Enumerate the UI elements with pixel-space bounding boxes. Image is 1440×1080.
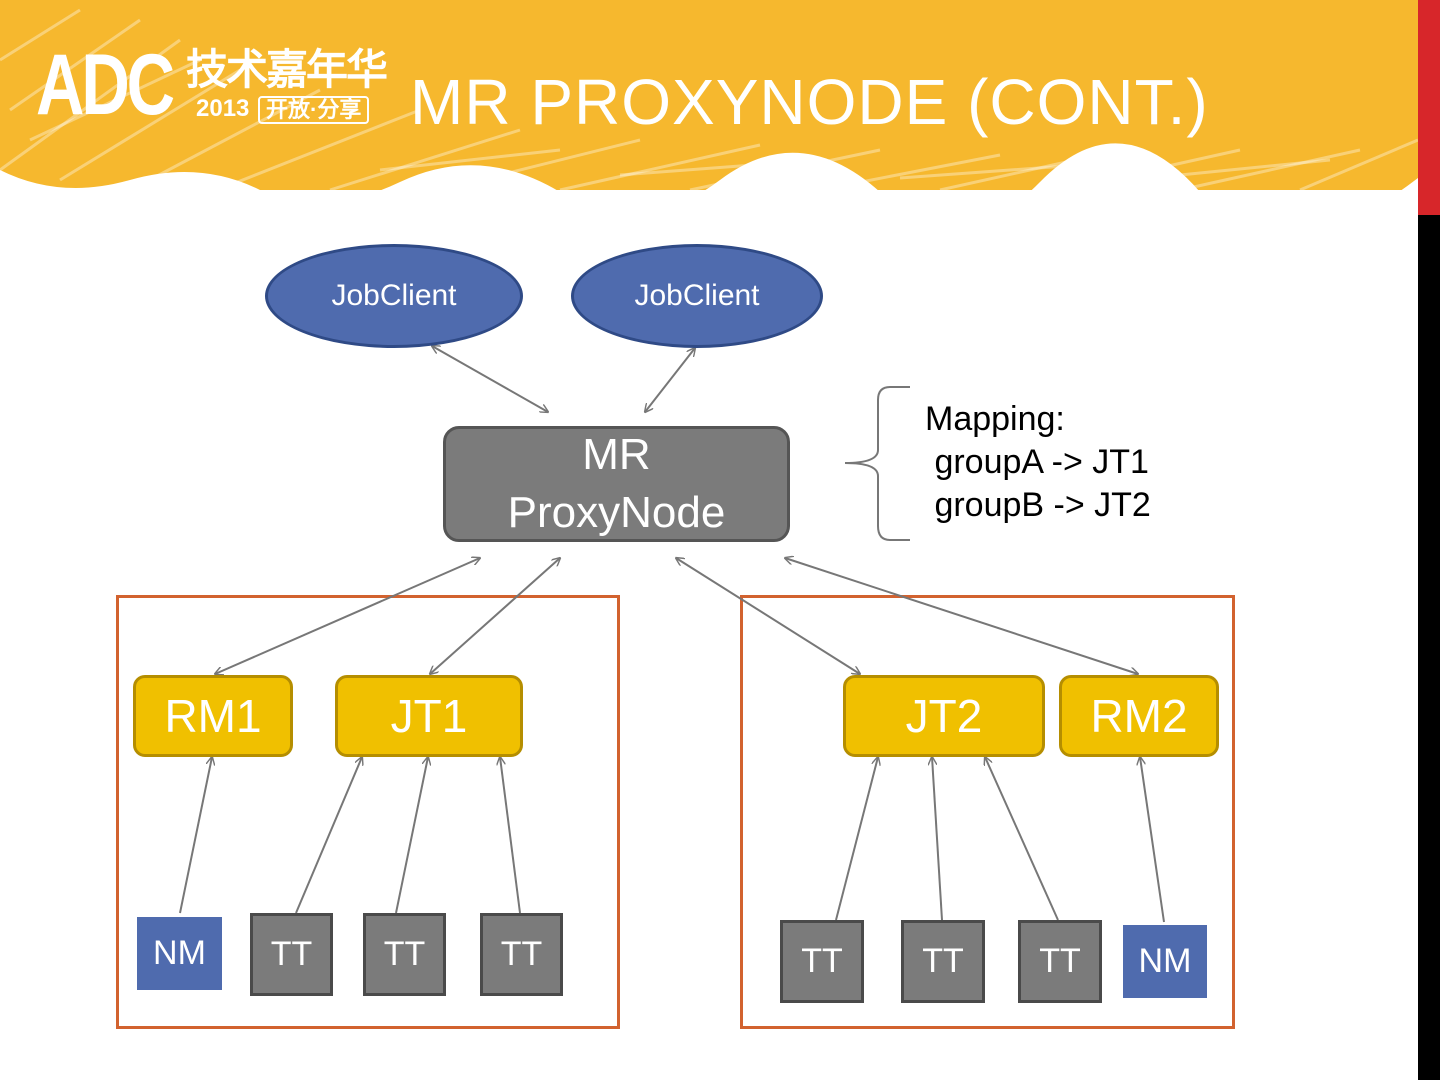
nm-a-label: NM xyxy=(153,934,206,972)
rm1-label: RM1 xyxy=(164,690,262,742)
arrow-proxy-jt2 xyxy=(676,558,860,674)
slide-title: MR PROXYNODE (CONT.) xyxy=(410,66,1209,138)
logo-cn-text: 技术嘉年华 xyxy=(186,46,388,93)
tt-node-b1[interactable]: TT xyxy=(780,920,864,1003)
jt1-node[interactable]: JT1 xyxy=(335,675,523,757)
mapping-entry-b: groupB -> JT2 xyxy=(925,486,1151,524)
arrow-proxy-rm1 xyxy=(215,558,480,674)
nm-node-b[interactable]: NM xyxy=(1123,925,1207,998)
jt1-label: JT1 xyxy=(390,690,468,742)
arrow-tt6-jt2 xyxy=(985,757,1059,921)
nm-node-a[interactable]: NM xyxy=(137,917,222,990)
logo-slogan-text: 开放·分享 xyxy=(258,96,370,124)
jt2-label: JT2 xyxy=(905,690,983,742)
tt-a3-label: TT xyxy=(500,935,543,973)
arrow-proxy-rm2 xyxy=(785,558,1138,674)
accent-bar-red xyxy=(1418,0,1440,215)
arrow-nm-rm1 xyxy=(179,757,212,914)
tt-b2-label: TT xyxy=(922,942,964,980)
mapping-heading: Mapping: xyxy=(925,400,1065,438)
arrow-nm-rm2 xyxy=(1140,757,1165,923)
arrow-client2-proxy xyxy=(645,348,695,412)
nm-b-label: NM xyxy=(1138,942,1192,980)
tt-node-b3[interactable]: TT xyxy=(1018,920,1102,1003)
arrow-tt3-jt1 xyxy=(500,757,521,914)
tt-b1-label: TT xyxy=(801,942,843,980)
arrow-tt4-jt2 xyxy=(835,757,878,921)
tt-a2-label: TT xyxy=(383,935,426,973)
mapping-note: Mapping: groupA -> JT1 groupB -> JT2 xyxy=(925,398,1151,527)
jobclient-2[interactable]: JobClient xyxy=(571,244,823,348)
arrow-tt2-jt1 xyxy=(395,757,428,914)
arrow-tt5-jt2 xyxy=(932,757,943,921)
tt-node-a3[interactable]: TT xyxy=(480,913,563,996)
proxynode-label-line2: ProxyNode xyxy=(507,488,726,537)
scribble-texture xyxy=(0,8,1418,200)
mr-proxynode[interactable]: MR ProxyNode xyxy=(443,426,790,542)
adc-logo: ADC 技术嘉年华 2013 开放·分享 xyxy=(36,37,388,133)
rm1-node[interactable]: RM1 xyxy=(133,675,293,757)
logo-main-text: ADC xyxy=(36,37,175,133)
mapping-brace xyxy=(844,386,910,541)
rm2-node[interactable]: RM2 xyxy=(1059,675,1219,757)
jobclient-1-label: JobClient xyxy=(331,279,457,312)
mapping-entry-a: groupA -> JT1 xyxy=(925,443,1149,481)
tt-node-b2[interactable]: TT xyxy=(901,920,985,1003)
tt-b3-label: TT xyxy=(1039,942,1081,980)
title-banner xyxy=(0,0,1418,200)
logo-year-text: 2013 xyxy=(196,95,250,122)
accent-bar-black xyxy=(1418,215,1440,1080)
tt-node-a1[interactable]: TT xyxy=(250,913,333,996)
arrow-tt1-jt1 xyxy=(295,757,362,914)
jt2-node[interactable]: JT2 xyxy=(843,675,1045,757)
tt-a1-label: TT xyxy=(270,935,313,973)
rm2-label: RM2 xyxy=(1090,690,1188,742)
proxynode-label-line1: MR xyxy=(582,430,651,479)
arrow-client1-proxy xyxy=(432,346,548,412)
arrow-proxy-jt1 xyxy=(430,558,560,674)
tt-node-a2[interactable]: TT xyxy=(363,913,446,996)
jobclient-2-label: JobClient xyxy=(634,279,760,312)
jobclient-1[interactable]: JobClient xyxy=(265,244,523,348)
